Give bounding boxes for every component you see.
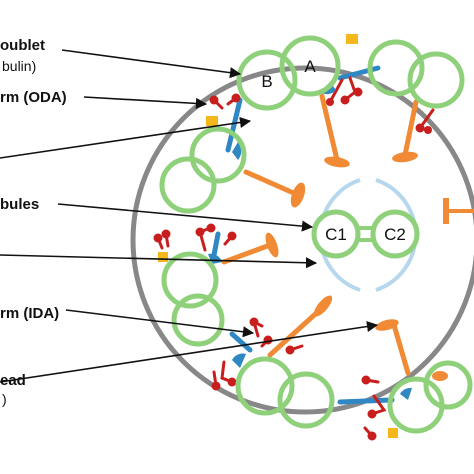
label-radial-spoke-head-sub: ) [2, 391, 7, 407]
label-radial-spoke-head: ead [0, 372, 26, 389]
tubule-c2-label: C2 [384, 225, 406, 244]
label-inner-dynein-arm: rm (IDA) [0, 305, 59, 322]
dynein-arms [153, 76, 435, 441]
central-pair [311, 209, 420, 259]
label-central-microtubules: bules [0, 196, 39, 213]
label-outer-doublet-sub: bulin) [2, 58, 36, 74]
tubule-a [279, 35, 341, 97]
label-outer-dynein-arm: rm (ODA) [0, 89, 67, 106]
nexin-links [211, 65, 395, 405]
tubule-a-label: A [304, 57, 316, 76]
tubule-b [236, 49, 298, 111]
radial-spokes [221, 93, 419, 376]
spoke-heads [265, 151, 474, 381]
tubule-c1 [311, 209, 361, 259]
tubule-c2 [370, 209, 420, 259]
peripheral-doublets [159, 35, 473, 434]
tubule-b-label: B [261, 72, 272, 91]
attachment-pads [158, 34, 398, 438]
pointer-lines [0, 49, 379, 383]
label-outer-doublet: oublet [0, 37, 45, 54]
tubule-c1-label: C1 [325, 225, 347, 244]
axoneme-membrane [130, 65, 474, 415]
